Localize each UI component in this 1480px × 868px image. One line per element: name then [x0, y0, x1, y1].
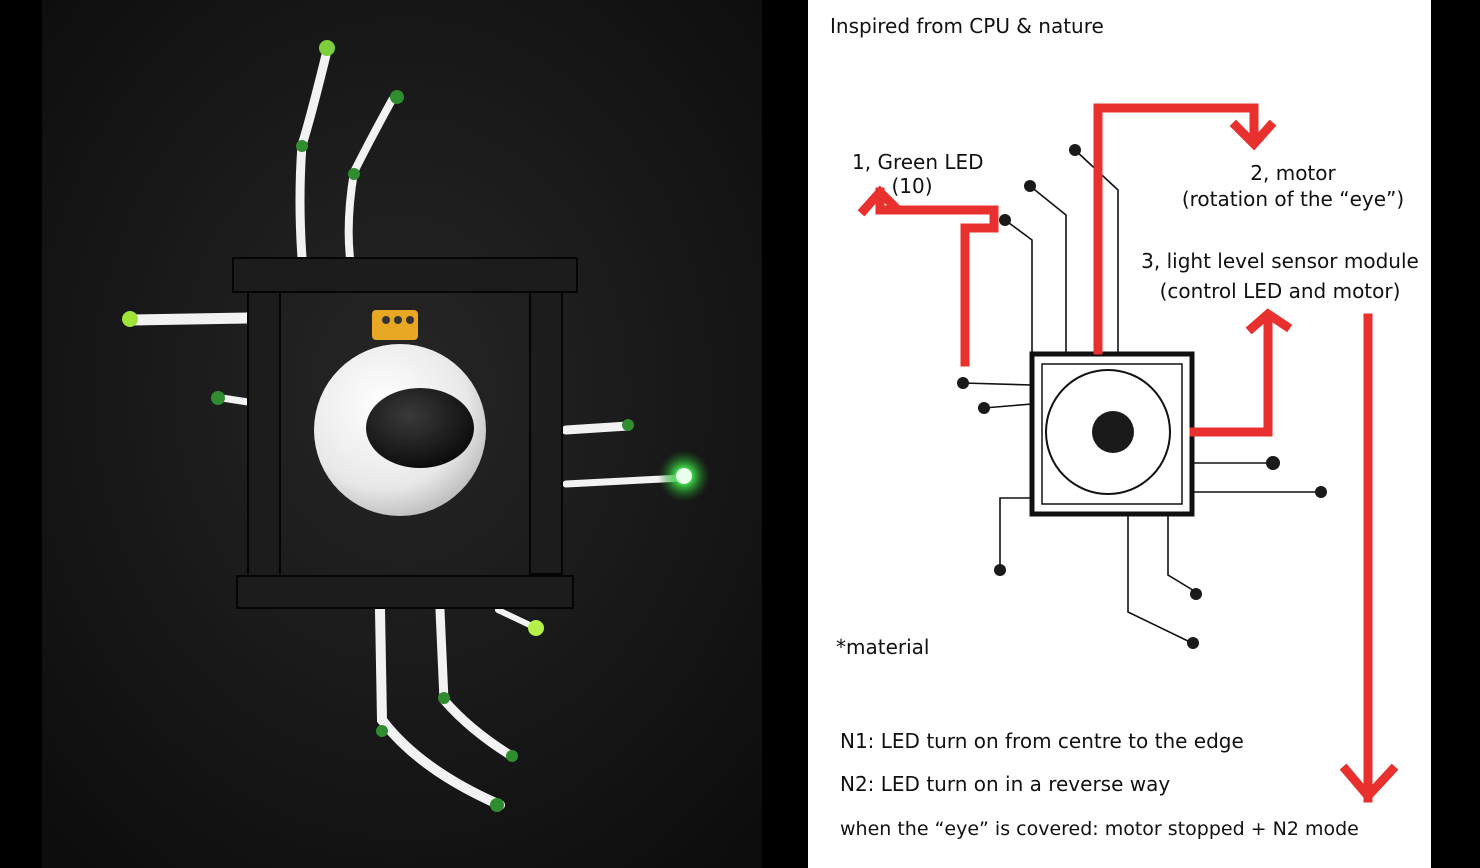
- led-set: [122, 40, 634, 812]
- arrow-sensor-head: [1245, 308, 1293, 335]
- note-covered: when the “eye” is covered: motor stopped…: [840, 818, 1359, 840]
- eye-pupil-sketch: [1092, 411, 1134, 453]
- label-sensor: 3, light level sensor module (control LE…: [1130, 249, 1430, 303]
- arrow-green-led-head: [857, 185, 901, 217]
- label-motor: 2, motor (rotation of the “eye”): [1168, 161, 1418, 211]
- chip-pins: [962, 149, 1320, 643]
- arrow-sensor: [1189, 313, 1273, 437]
- diagram-title: Inspired from CPU & nature: [830, 14, 1104, 38]
- diagram-panel: Inspired from CPU & nature 1, Green LED …: [808, 0, 1431, 868]
- label-green-led-line1: 1, Green LED: [852, 150, 984, 174]
- sensor-module: [372, 310, 418, 340]
- lit-led: [676, 468, 692, 484]
- note-n2: N2: LED turn on in a reverse way: [840, 772, 1171, 796]
- note-n1: N1: LED turn on from centre to the edge: [840, 729, 1244, 753]
- eye-pupil: [366, 388, 474, 468]
- cpu-sketch: [857, 103, 1399, 803]
- eye-ring: [1045, 369, 1171, 495]
- chip-inner: [1041, 363, 1183, 505]
- arrow-green-led: [875, 187, 999, 367]
- photo-panel: [42, 0, 762, 868]
- arrow-motor-head: [1229, 119, 1277, 151]
- sensor-pins: [382, 316, 414, 324]
- red-arrows: [857, 103, 1399, 803]
- label-green-led-line2: (10): [891, 174, 933, 198]
- arrow-motor: [1093, 103, 1259, 355]
- right-border: [1431, 0, 1480, 868]
- label-motor-line2: (rotation of the “eye”): [1181, 187, 1405, 211]
- label-sensor-line2: (control LED and motor): [1159, 279, 1401, 303]
- pin-dots: [957, 144, 1327, 649]
- label-sensor-line1: 3, light level sensor module: [1141, 249, 1419, 273]
- artwork-photo: [42, 0, 762, 868]
- label-green-led: 1, Green LED (10): [852, 150, 984, 198]
- frame: [232, 257, 578, 609]
- arrow-down-head: [1339, 763, 1399, 803]
- material-note: *material: [836, 635, 930, 659]
- label-motor-line1: 2, motor: [1250, 161, 1336, 185]
